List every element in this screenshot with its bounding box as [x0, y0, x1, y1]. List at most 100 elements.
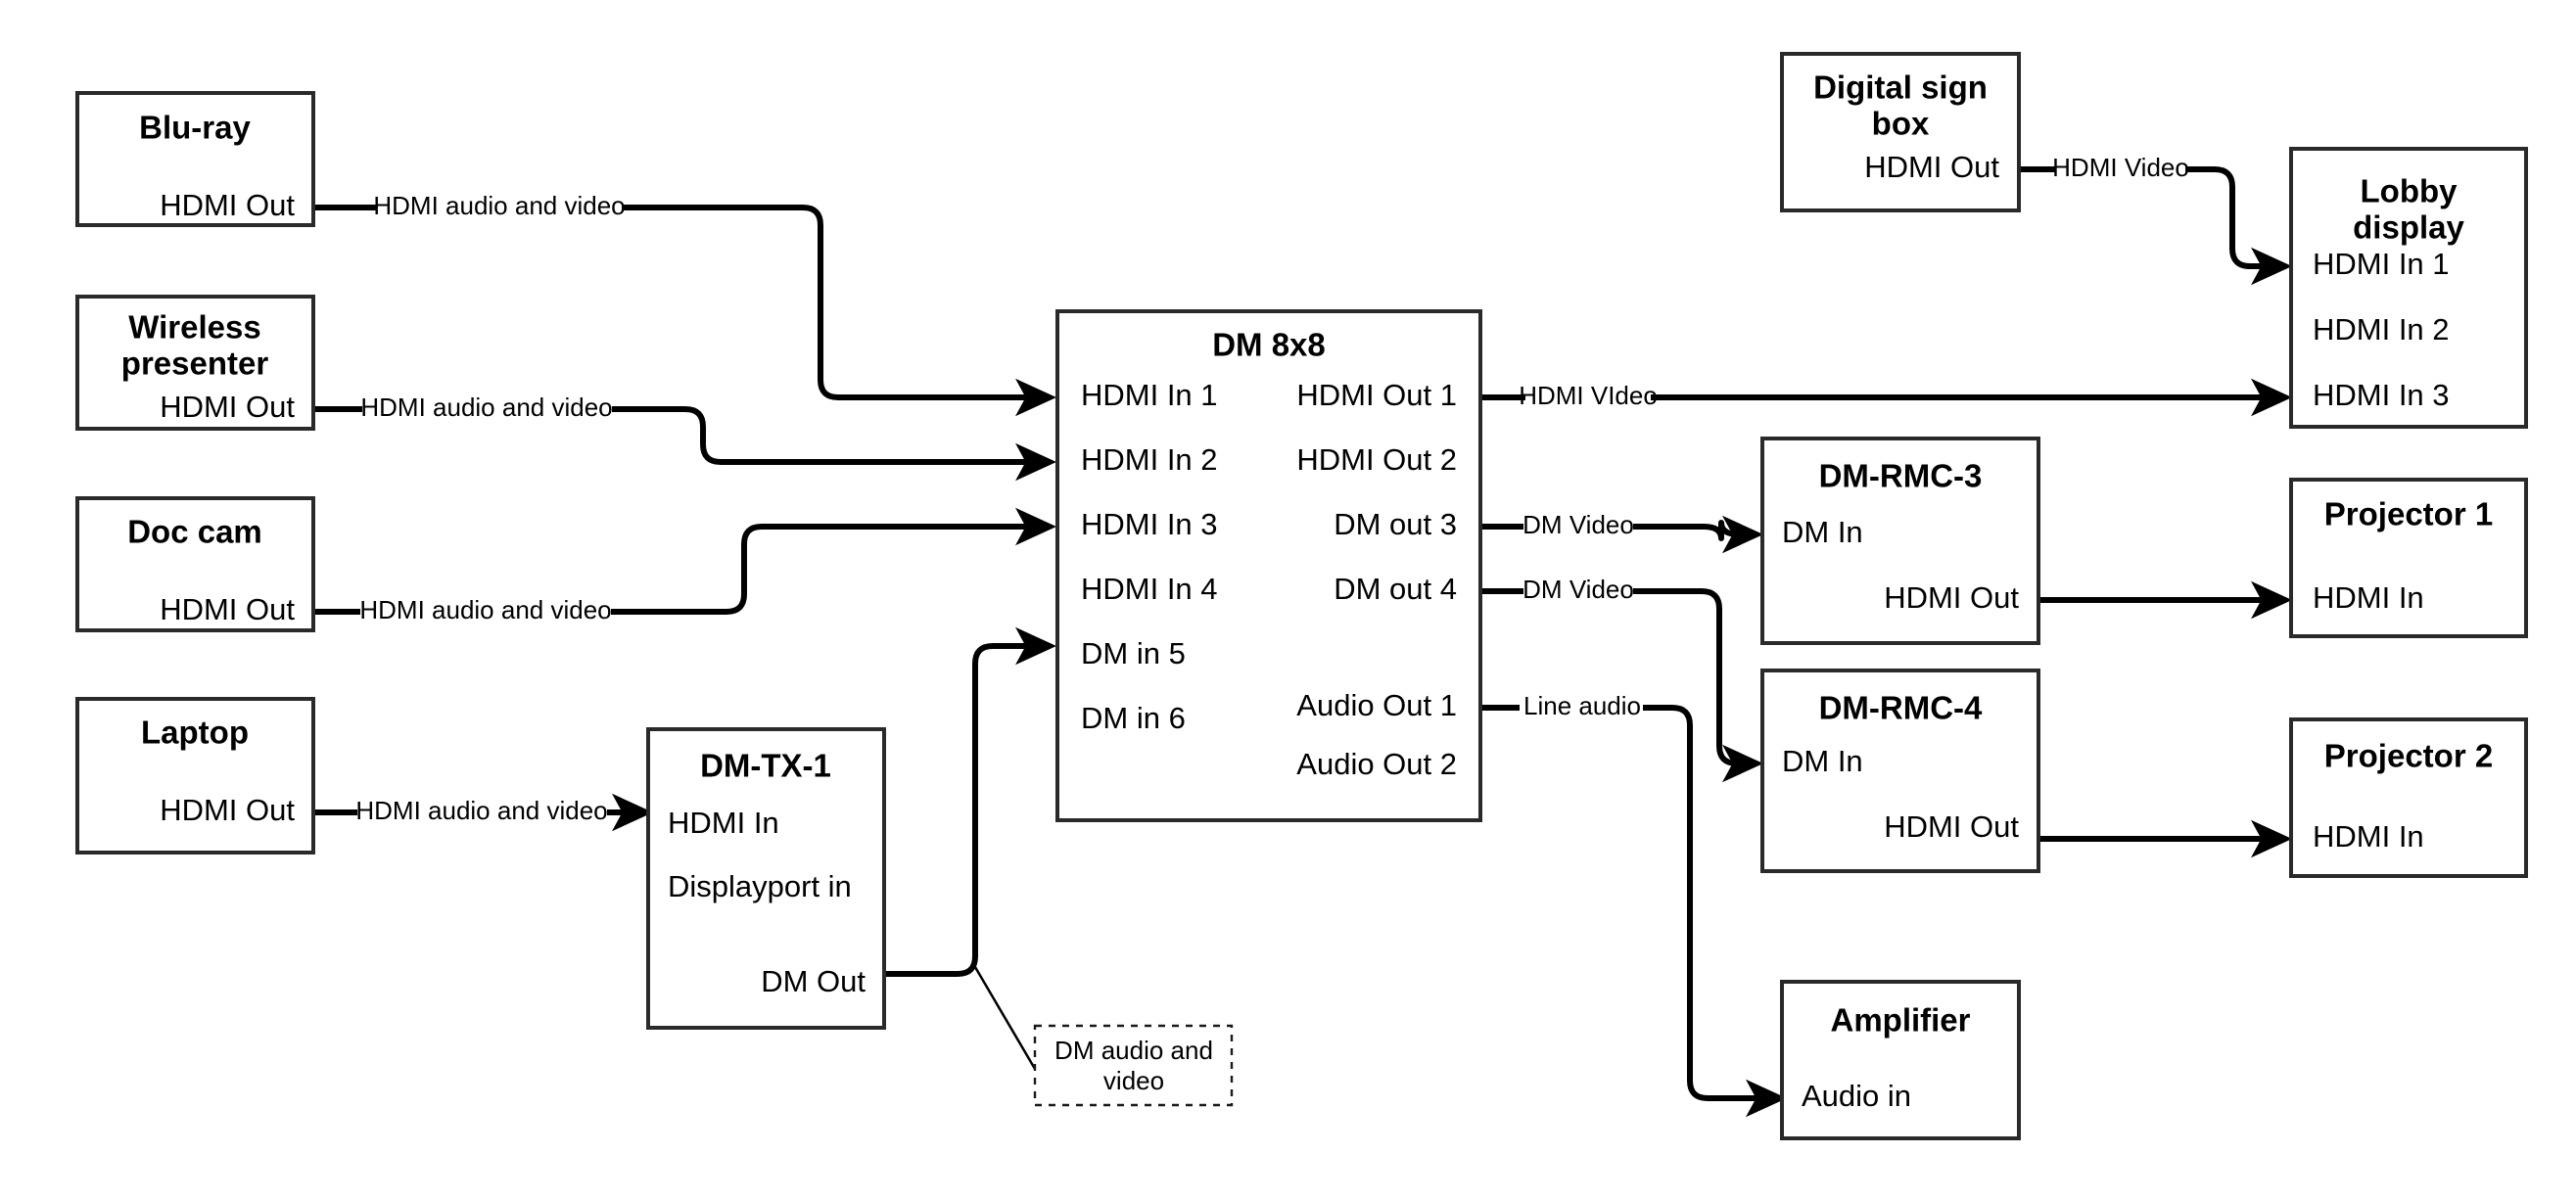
port-dm-out-4: DM out 4: [1334, 572, 1457, 606]
callout-text-line1: DM audio and: [1054, 1036, 1213, 1065]
port-hdmi-in: HDMI In: [2313, 819, 2424, 854]
wire-dm8x8-out4-to-rmc4: DM Video: [1480, 575, 1763, 783]
callout-dm-audio-video: DM audio and video: [1033, 1024, 1234, 1107]
device-title-line2: display: [2353, 209, 2464, 246]
port-audio-in: Audio in: [1802, 1079, 1911, 1113]
wire-bluray-to-dm8x8: HDMI audio and video: [313, 191, 1056, 417]
wire-dmtx1-to-dm8x8: [884, 626, 1056, 1070]
device-box-outline: [1760, 437, 2040, 645]
port-hdmi-in: HDMI In: [2313, 580, 2424, 615]
device-laptop[interactable]: Laptop HDMI Out: [75, 697, 315, 855]
wire-segment: [611, 507, 1056, 615]
wire-signbox-to-lobby: HDMI Video: [2019, 153, 2292, 286]
callout-box-outline: [1033, 1024, 1234, 1107]
device-title: DM-RMC-4: [1819, 690, 1983, 726]
device-title: Blu-ray: [139, 110, 251, 146]
device-title: Laptop: [141, 715, 249, 751]
port-hdmi-out: HDMI Out: [1864, 150, 1999, 184]
port-hdmi-out-1: HDMI Out 1: [1296, 378, 1457, 412]
port-hdmi-out: HDMI Out: [160, 592, 295, 626]
wire-label-laptop: HDMI audio and video: [355, 796, 607, 825]
device-title-line1: Lobby: [2361, 173, 2459, 209]
device-title-line2: presenter: [121, 346, 269, 382]
device-box-outline: [1760, 669, 2040, 873]
port-dm-out: DM Out: [761, 964, 866, 998]
port-hdmi-out: HDMI Out: [160, 390, 295, 424]
port-hdmi-in-4: HDMI In 4: [1081, 572, 1218, 606]
port-dm-in: DM In: [1782, 744, 1863, 778]
device-dm-tx-1[interactable]: DM-TX-1 HDMI In Displayport in DM Out: [646, 727, 886, 1030]
device-box-outline: [75, 496, 315, 632]
port-hdmi-out: HDMI Out: [1884, 580, 2019, 615]
device-box-outline: [1055, 309, 1482, 822]
port-hdmi-in-2: HDMI In 2: [1081, 442, 1218, 477]
wire-segment: [884, 626, 1056, 977]
device-title: Projector 1: [2324, 496, 2493, 532]
port-hdmi-in-3: HDMI In 3: [2313, 378, 2450, 412]
wire-label-wireless: HDMI audio and video: [360, 393, 612, 422]
device-title: Amplifier: [1830, 1002, 1970, 1039]
wire-dm8x8-out1-to-lobby: HDMI VIdeo: [1480, 378, 2292, 417]
device-bluray[interactable]: Blu-ray HDMI Out: [75, 91, 315, 227]
wire-segment: [1633, 515, 1763, 554]
port-audio-out-1: Audio Out 1: [1296, 688, 1457, 722]
wire-label-dm-video-3: DM Video: [1522, 510, 1634, 539]
port-dm-in-6: DM in 6: [1081, 701, 1186, 735]
wire-label-doccam: HDMI audio and video: [359, 595, 611, 624]
wire-laptop-to-dmtx1: HDMI audio and video: [313, 793, 653, 832]
wire-label-line-audio: Line audio: [1523, 691, 1641, 720]
callout-leader-line: [973, 966, 1037, 1070]
device-box-outline: [2289, 478, 2528, 638]
wire-wireless-to-dm8x8: HDMI audio and video: [313, 393, 1056, 482]
wire-label-dm-video-4: DM Video: [1522, 575, 1634, 604]
device-digital-sign-box[interactable]: Digital sign box HDMI Out: [1780, 52, 2021, 212]
device-doc-cam[interactable]: Doc cam HDMI Out: [75, 496, 315, 632]
device-box-outline: [2289, 717, 2528, 878]
wire-segment: [612, 406, 1056, 482]
device-dm-rmc-4[interactable]: DM-RMC-4 DM In HDMI Out: [1760, 669, 2040, 873]
device-projector-2[interactable]: Projector 2 HDMI In: [2289, 717, 2528, 878]
device-title: Projector 2: [2324, 738, 2493, 774]
port-dm-in-5: DM in 5: [1081, 636, 1186, 670]
device-projector-1[interactable]: Projector 1 HDMI In: [2289, 478, 2528, 638]
device-title: Doc cam: [127, 514, 262, 550]
port-hdmi-in-3: HDMI In 3: [1081, 507, 1218, 541]
device-wireless-presenter[interactable]: Wireless presenter HDMI Out: [75, 295, 315, 431]
device-title: DM-TX-1: [700, 748, 831, 784]
port-hdmi-out-2: HDMI Out 2: [1296, 442, 1457, 477]
device-box-outline: [75, 295, 315, 431]
device-dm-8x8[interactable]: DM 8x8 HDMI In 1 HDMI In 2 HDMI In 3 HDM…: [1055, 309, 1482, 822]
wire-label-signbox: HDMI Video: [2052, 153, 2189, 182]
wire-label-bluray: HDMI audio and video: [373, 191, 625, 220]
wire-dm8x8-out3-to-rmc3: DM Video: [1480, 510, 1763, 554]
device-box-outline: [646, 727, 886, 1030]
port-dm-out-3: DM out 3: [1334, 507, 1457, 541]
wire-doccam-to-dm8x8: HDMI audio and video: [313, 507, 1056, 624]
callout-text-line2: video: [1103, 1066, 1164, 1095]
wire-segment: [1633, 588, 1763, 783]
device-title: DM-RMC-3: [1819, 458, 1983, 494]
port-hdmi-in: HDMI In: [668, 806, 779, 840]
wire-segment: [622, 205, 1056, 417]
device-amplifier[interactable]: Amplifier Audio in: [1780, 980, 2021, 1140]
device-title: DM 8x8: [1212, 327, 1326, 363]
device-lobby-display[interactable]: Lobby display HDMI In 1 HDMI In 2 HDMI I…: [2289, 147, 2528, 429]
device-box-outline: [2289, 147, 2528, 429]
port-dm-in: DM In: [1782, 515, 1863, 549]
device-box-outline: [75, 91, 315, 227]
wire-dm8x8-audio-to-amplifier: Line audio: [1480, 691, 1787, 1118]
device-dm-rmc-3[interactable]: DM-RMC-3 DM In HDMI Out: [1760, 437, 2040, 645]
port-audio-out-2: Audio Out 2: [1296, 747, 1457, 781]
device-box-outline: [1780, 980, 2021, 1140]
device-title-line1: Digital sign: [1813, 69, 1988, 106]
device-title-line2: box: [1872, 106, 1930, 142]
port-hdmi-in-1: HDMI In 1: [2313, 247, 2450, 281]
port-hdmi-in-1: HDMI In 1: [1081, 378, 1218, 412]
wire-label-dm-hdmi-video: HDMI VIdeo: [1519, 381, 1658, 410]
port-hdmi-out: HDMI Out: [160, 188, 295, 222]
device-box-outline: [75, 697, 315, 855]
device-title-line1: Wireless: [128, 309, 260, 346]
wire-segment: [2185, 166, 2292, 286]
port-hdmi-in-2: HDMI In 2: [2313, 312, 2450, 346]
